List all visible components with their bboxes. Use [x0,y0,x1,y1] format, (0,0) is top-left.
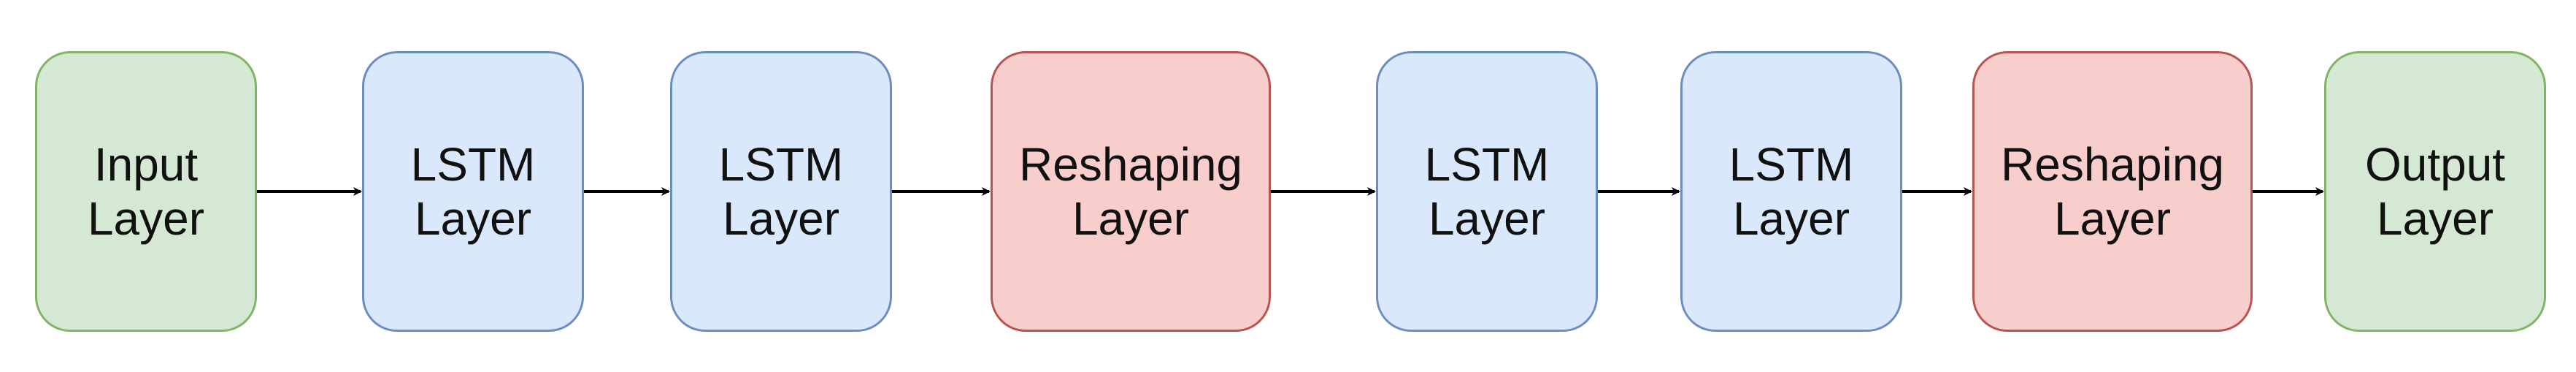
lstm-layer-label-1: LSTM Layer [410,138,536,245]
lstm-layer-node-1: LSTM Layer [362,51,584,332]
lstm-layer-label-3: LSTM Layer [1424,138,1550,245]
input-layer-label: Input Layer [87,138,205,245]
lstm-layer-node-4: LSTM Layer [1680,51,1902,332]
output-layer-node: Output Layer [2324,51,2546,332]
reshaping-layer-node-2: Reshaping Layer [1972,51,2253,332]
reshaping-layer-label-2: Reshaping Layer [2001,138,2224,245]
reshaping-layer-label-1: Reshaping Layer [1019,138,1242,245]
reshaping-layer-node-1: Reshaping Layer [991,51,1271,332]
lstm-layer-label-2: LSTM Layer [718,138,844,245]
lstm-layer-node-3: LSTM Layer [1376,51,1598,332]
lstm-layer-node-2: LSTM Layer [670,51,892,332]
input-layer-node: Input Layer [35,51,257,332]
lstm-layer-label-4: LSTM Layer [1729,138,1854,245]
output-layer-label: Output Layer [2364,138,2506,245]
